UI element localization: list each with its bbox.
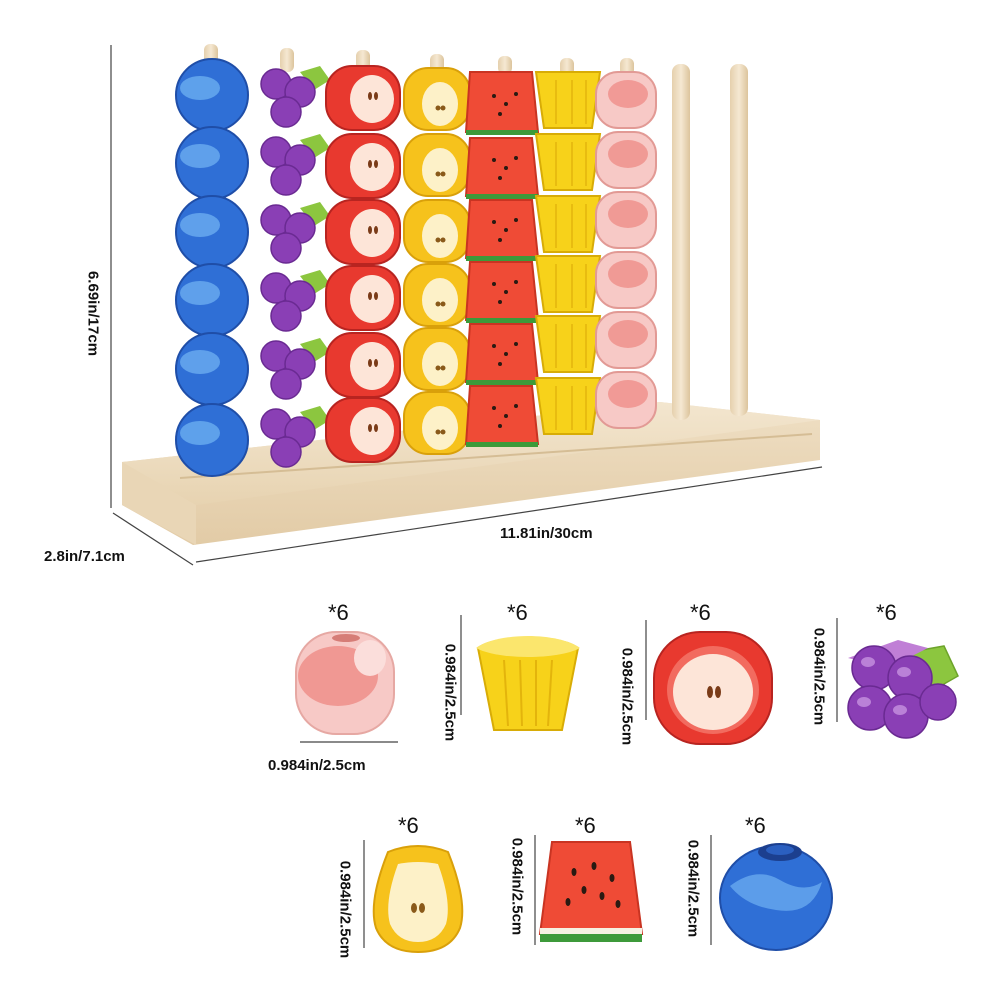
- peach-size-line: [300, 741, 398, 743]
- watermelon-piece-icon: [538, 841, 644, 942]
- apple-size-label: 0.984in/2.5cm: [618, 647, 636, 746]
- height-label: 6.69in/17cm: [84, 270, 102, 357]
- empty-peg: [672, 64, 690, 420]
- blueberry-piece-icon: [719, 843, 833, 951]
- empty-peg: [730, 64, 748, 416]
- peach-stack: [595, 71, 657, 429]
- grape-piece-icon: [847, 640, 959, 739]
- pineapple-size-label: 0.984in/2.5cm: [441, 643, 459, 742]
- pineapple-stack: [534, 71, 602, 435]
- width-label: 11.81in/30cm: [500, 525, 593, 542]
- grape-size-label: 0.984in/2.5cm: [810, 627, 828, 726]
- apple-stack: [325, 65, 401, 463]
- apple-piece-icon: [653, 631, 773, 745]
- peach-size-label: 0.984in/2.5cm: [268, 757, 366, 774]
- pear-size-label: 0.984in/2.5cm: [336, 860, 354, 959]
- watermelon-stack: [464, 71, 540, 447]
- grape-count: *6: [876, 600, 897, 625]
- stacking-toy-illustration: [110, 44, 823, 566]
- blueberry-count: *6: [745, 813, 766, 838]
- watermelon-size-label: 0.984in/2.5cm: [508, 837, 526, 936]
- pineapple-size-line: [460, 615, 462, 715]
- peach-piece-icon: [295, 631, 395, 735]
- blueberry-stack: [175, 58, 249, 477]
- pear-piece-icon: [372, 845, 464, 954]
- pear-size-line: [363, 840, 365, 948]
- apple-count: *6: [690, 600, 711, 625]
- depth-dimension-line: [112, 512, 194, 566]
- blueberry-size-label: 0.984in/2.5cm: [684, 839, 702, 938]
- grape-stack: [260, 66, 330, 468]
- pineapple-count: *6: [507, 600, 528, 625]
- pear-count: *6: [398, 813, 419, 838]
- depth-label: 2.8in/7.1cm: [44, 548, 125, 565]
- grape-size-line: [836, 618, 838, 722]
- apple-size-line: [645, 620, 647, 720]
- blueberry-size-line: [710, 835, 712, 945]
- watermelon-size-line: [534, 835, 536, 945]
- pear-stack: [403, 67, 471, 455]
- peach-count: *6: [328, 600, 349, 625]
- pineapple-piece-icon: [476, 636, 580, 731]
- width-dimension-line: [195, 466, 823, 563]
- watermelon-count: *6: [575, 813, 596, 838]
- wooden-base: [122, 402, 820, 545]
